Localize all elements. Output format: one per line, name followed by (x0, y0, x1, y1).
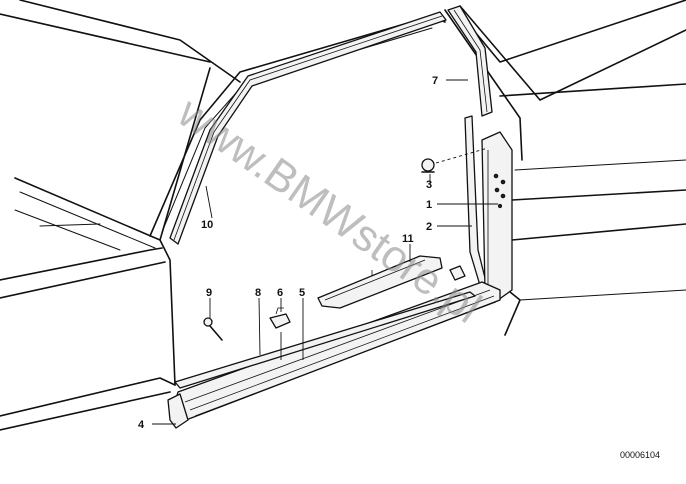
callout-8: 8 (255, 287, 261, 299)
callout-1: 1 (426, 199, 432, 211)
part-clip (421, 147, 489, 173)
part-step-cover (317, 255, 466, 309)
callout-9: 9 (206, 287, 212, 299)
leader-lines (152, 79, 498, 425)
callout-3: 3 (426, 179, 432, 191)
part-door-frame-seal (169, 11, 447, 245)
callout-5: 5 (299, 287, 305, 299)
part-b-pillar-trim (481, 131, 513, 301)
diagram-reference-code: 00006104 (620, 450, 660, 460)
part-retaining-clip (269, 307, 291, 329)
callout-2: 2 (426, 221, 432, 233)
part-door-sill-strip (171, 281, 501, 421)
part-b-pillar-seal (447, 5, 493, 117)
callout-7: 7 (432, 75, 438, 87)
part-sill-end-cap (167, 393, 189, 429)
callout-10: 10 (201, 219, 213, 231)
callout-4: 4 (138, 419, 145, 431)
part-screw (203, 317, 223, 341)
callout-labels: 1 2 3 4 5 6 7 8 9 10 11 (138, 75, 438, 431)
callout-6: 6 (277, 287, 283, 299)
callout-11: 11 (402, 233, 414, 245)
